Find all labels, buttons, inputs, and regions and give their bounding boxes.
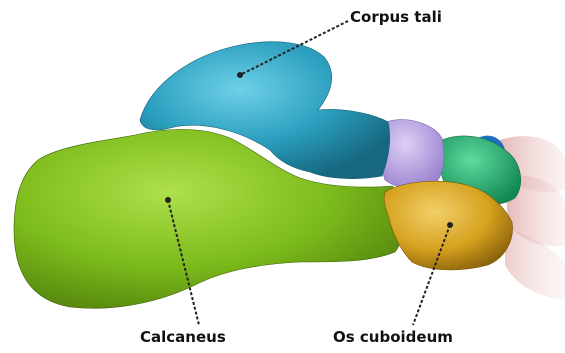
label-calcaneus: Calcaneus [140,328,226,346]
label-cuboid: Os cuboideum [333,328,453,346]
marker-cuboid [447,222,453,228]
marker-talus [237,72,243,78]
marker-calcaneus [165,197,171,203]
label-talus: Corpus tali [350,8,442,26]
